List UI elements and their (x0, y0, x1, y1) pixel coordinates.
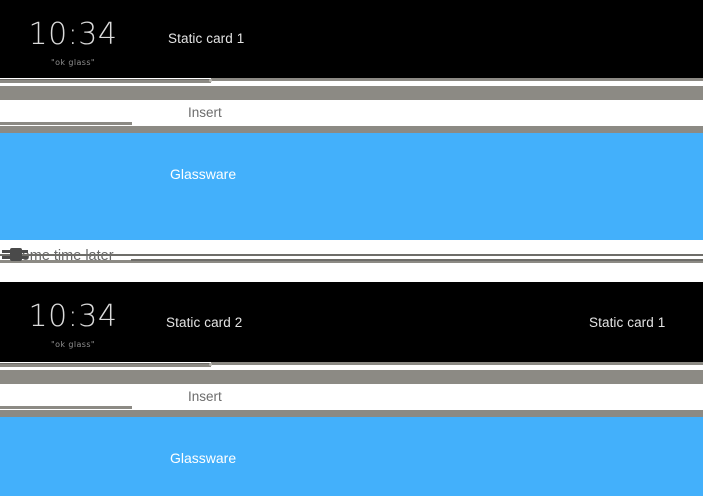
glass-card-row-1: 10:34 "ok glass" Static card 1 (0, 0, 703, 78)
card-caption-static-card-1-right: Static card 1 (589, 315, 666, 330)
insert-row-2: Insert (0, 384, 703, 408)
voice-hint-label: "ok glass" (51, 58, 95, 67)
glassware-label-1: Glassware (170, 166, 237, 182)
divider-rule-lower (0, 260, 703, 263)
card-hairline-2a (0, 363, 211, 364)
glassware-label-2: Glassware (170, 450, 237, 466)
glassware-panel-2: Glassware (0, 417, 703, 496)
some-time-later-divider: Some time later (0, 240, 703, 282)
divider-rule-caption-underline (131, 259, 703, 261)
divider-rule-upper (0, 254, 703, 256)
card-bar-1-wide (0, 86, 703, 100)
clock-time: 10:34 (28, 299, 118, 334)
insert-bar-2-main (0, 410, 703, 417)
card-bar-1-right (211, 78, 703, 81)
card-bar-2-left (0, 364, 211, 367)
insert-label-2: Insert (188, 389, 222, 404)
glassware-panel-1: Glassware (0, 133, 703, 240)
clock-block-1: 10:34 "ok glass" (3, 17, 143, 68)
voice-hint-label: "ok glass" (51, 340, 95, 349)
card-caption-static-card-1: Static card 1 (168, 31, 245, 46)
card-bar-2-right (211, 362, 703, 365)
insert-row-1: Insert (0, 100, 703, 124)
insert-bar-1-main (0, 126, 703, 133)
card-notch-1 (209, 79, 212, 82)
insert-bar-2-left (0, 406, 132, 409)
insert-label-1: Insert (188, 105, 222, 120)
clock-time: 10:34 (28, 17, 118, 52)
divider-arrow-icon (2, 248, 28, 262)
card-bar-2-wide (0, 370, 703, 384)
glass-card-row-2: 10:34 "ok glass" Static card 2 Static ca… (0, 282, 703, 362)
card-caption-static-card-2: Static card 2 (166, 315, 243, 330)
insert-bar-1-left (0, 122, 132, 125)
card-notch-2 (209, 363, 212, 366)
card-bar-1-left (0, 80, 211, 83)
card-hairline-1a (0, 79, 211, 80)
clock-block-2: 10:34 "ok glass" (3, 299, 143, 350)
